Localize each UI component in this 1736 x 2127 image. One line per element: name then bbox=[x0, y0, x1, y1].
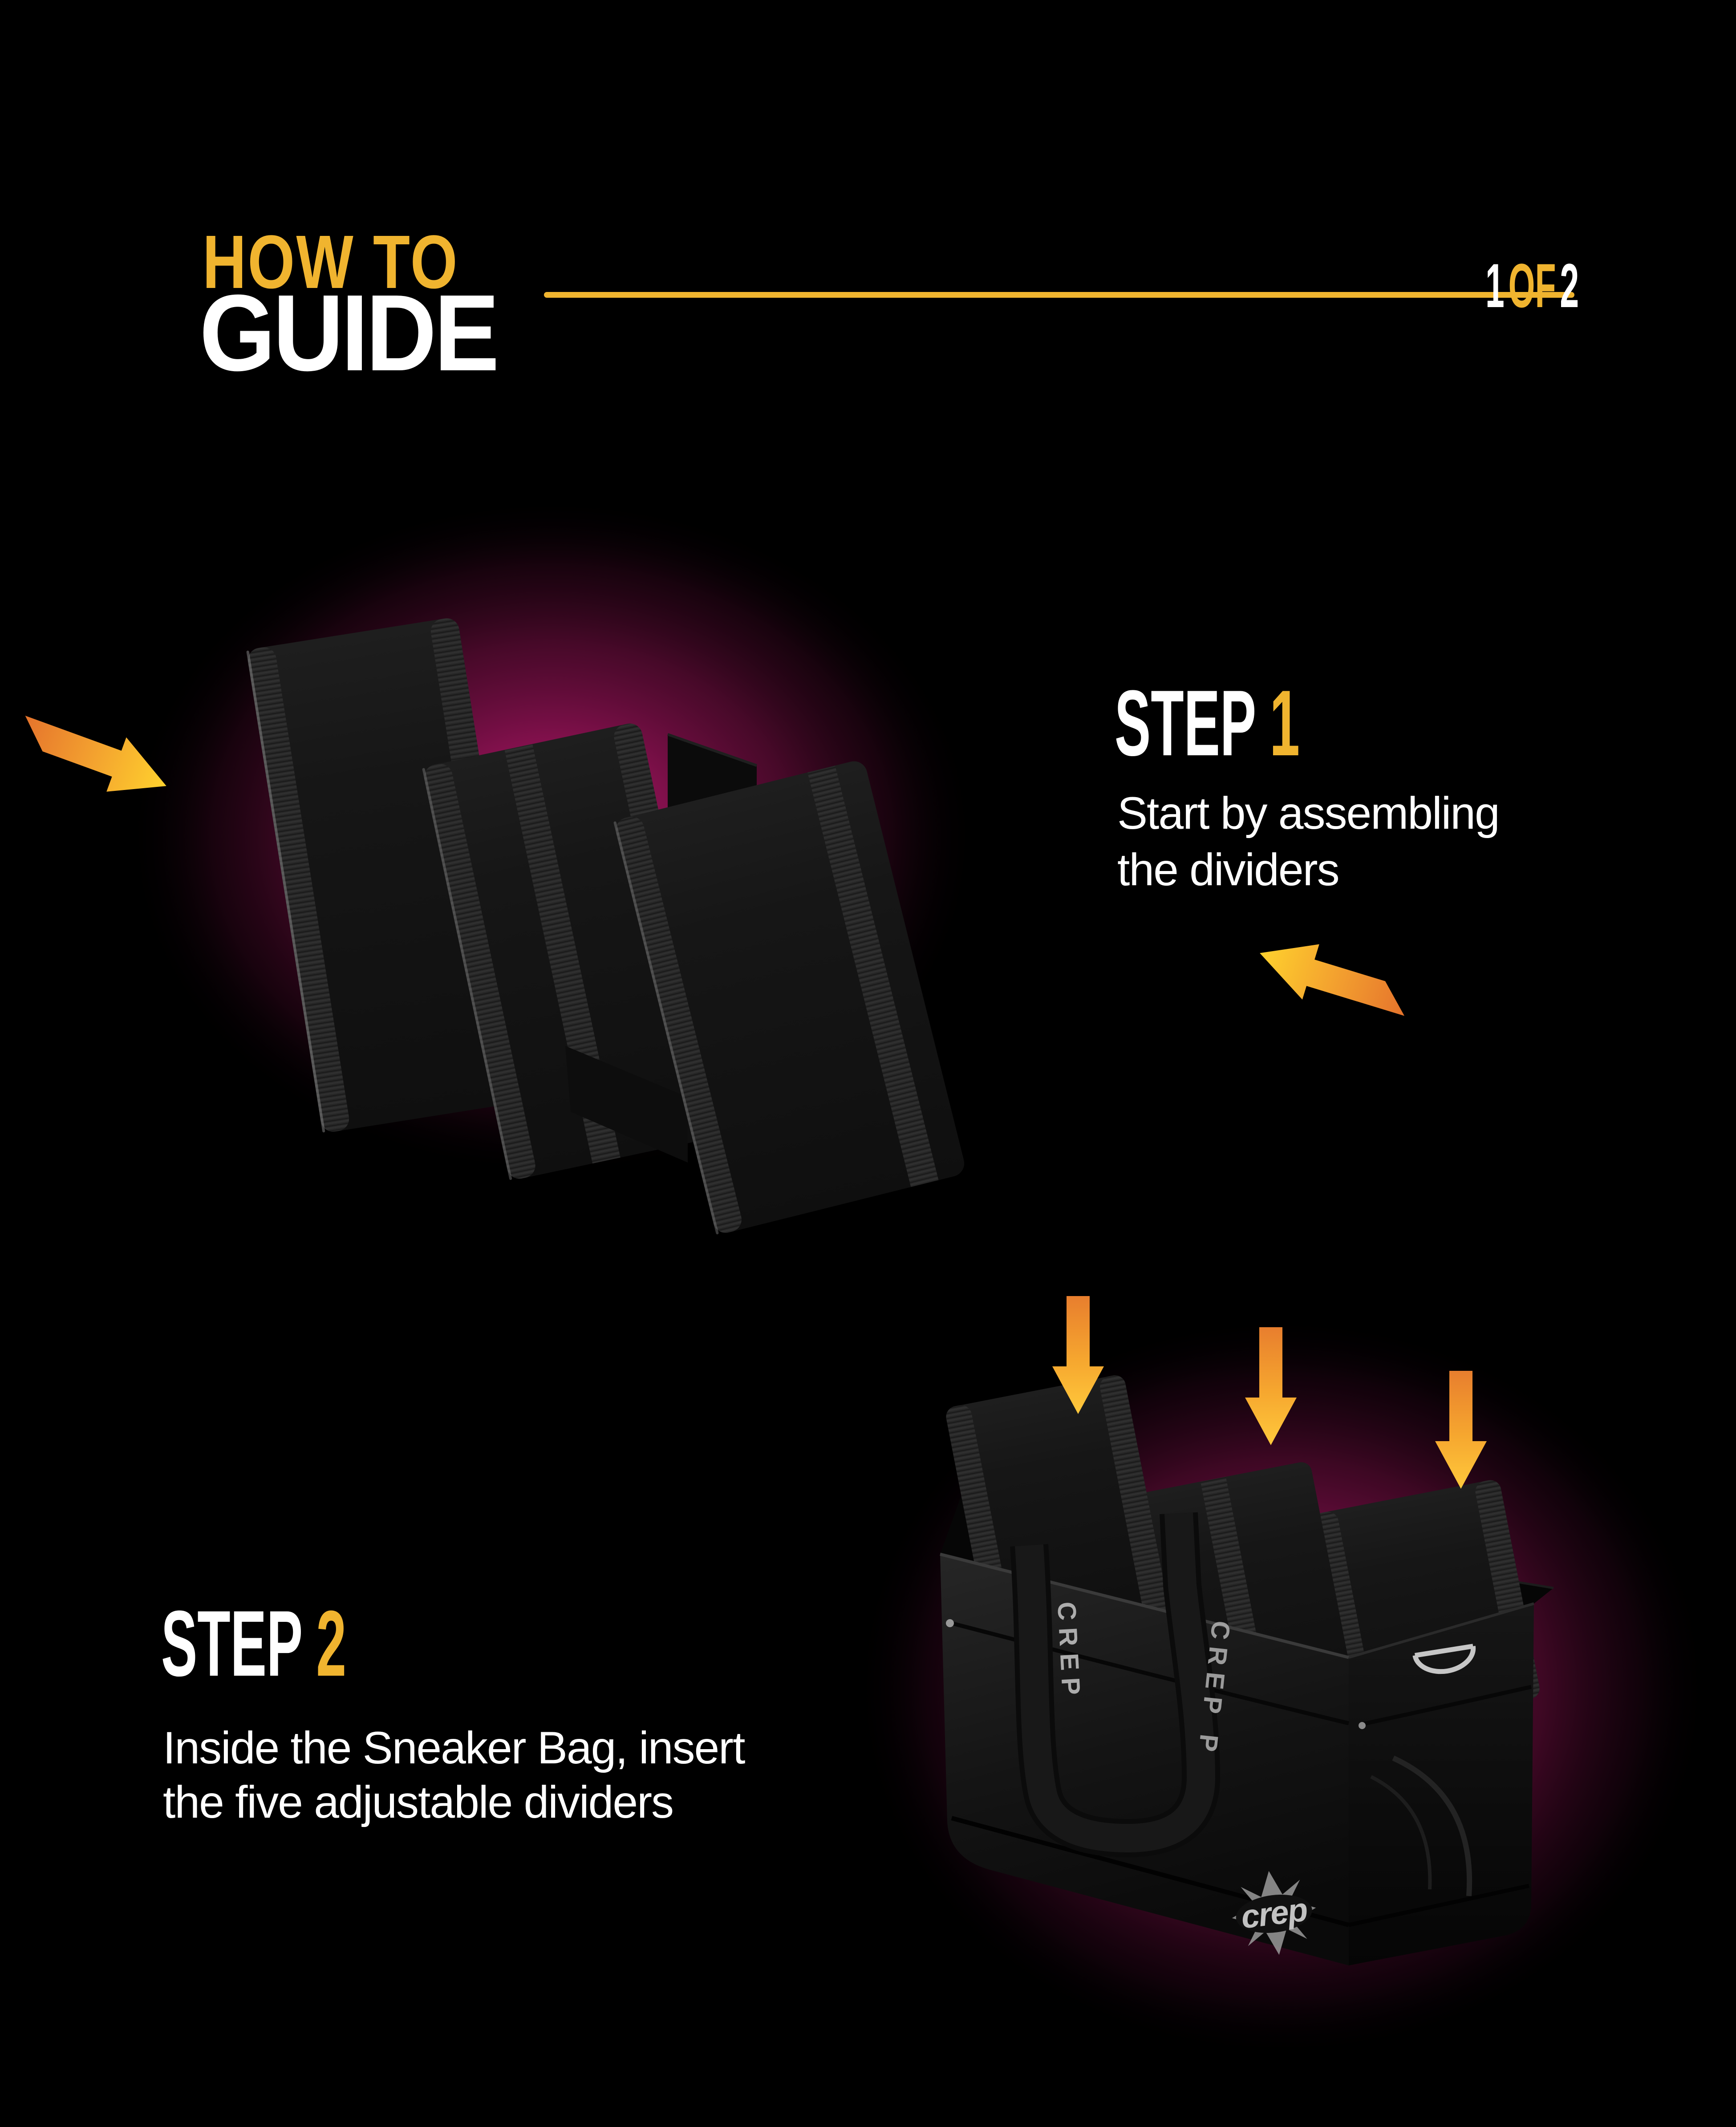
description-line: Start by assembling bbox=[1117, 788, 1500, 839]
assembly-arrow-right-icon bbox=[1260, 944, 1405, 1016]
insert-arrow-icon bbox=[1245, 1327, 1297, 1445]
description-line: the five adjustable dividers bbox=[163, 1777, 674, 1827]
title-how-to-text: HOW TO bbox=[203, 220, 459, 304]
divider-edge-highlight bbox=[667, 733, 757, 767]
title-guide-text: GUIDE bbox=[199, 272, 499, 393]
page-indicator: 1OF2 bbox=[1409, 255, 1579, 317]
description-line: the dividers bbox=[1117, 844, 1340, 895]
step-1-description: Start by assembling the dividers bbox=[1117, 785, 1500, 898]
dividers-illustration bbox=[25, 450, 1405, 1235]
page-total: 2 bbox=[1560, 251, 1579, 320]
assembly-arrow-left-icon bbox=[25, 716, 166, 792]
description-line: Inside the Sneaker Bag, insert bbox=[163, 1722, 745, 1773]
insert-arrow-icon bbox=[1435, 1371, 1487, 1489]
bag-right-face bbox=[1348, 1602, 1534, 1965]
divider-cross-front-wing bbox=[565, 1046, 688, 1163]
header-rule bbox=[544, 292, 1574, 298]
insert-arrow-icon bbox=[1052, 1296, 1104, 1414]
bag-illustration: CREP CREP P crep bbox=[806, 1273, 1736, 2101]
bag-strap: CREP CREP P bbox=[1010, 1512, 1236, 1858]
step-1-number: 1 bbox=[1270, 671, 1300, 775]
page-current: 1 bbox=[1485, 251, 1505, 320]
step-1-label: STEP bbox=[1115, 671, 1257, 775]
zipper-pull-icon bbox=[946, 1619, 954, 1627]
title-guide: GUIDE bbox=[199, 279, 535, 387]
crep-logo: crep bbox=[1232, 1871, 1316, 1955]
step-2-label: STEP bbox=[161, 1591, 303, 1696]
step-2-number: 2 bbox=[316, 1591, 347, 1696]
zipper-pull-icon bbox=[1359, 1722, 1366, 1729]
title-how-to: HOW TO bbox=[203, 224, 523, 300]
logo-text: crep bbox=[1239, 1891, 1309, 1935]
page-separator: OF bbox=[1508, 251, 1556, 320]
strap-brand-text: CREP bbox=[1052, 1601, 1086, 1702]
divider-panel-right bbox=[613, 761, 965, 1235]
step-2-description: Inside the Sneaker Bag, insert the five … bbox=[163, 1721, 745, 1829]
d-ring-icon bbox=[1412, 1644, 1476, 1674]
